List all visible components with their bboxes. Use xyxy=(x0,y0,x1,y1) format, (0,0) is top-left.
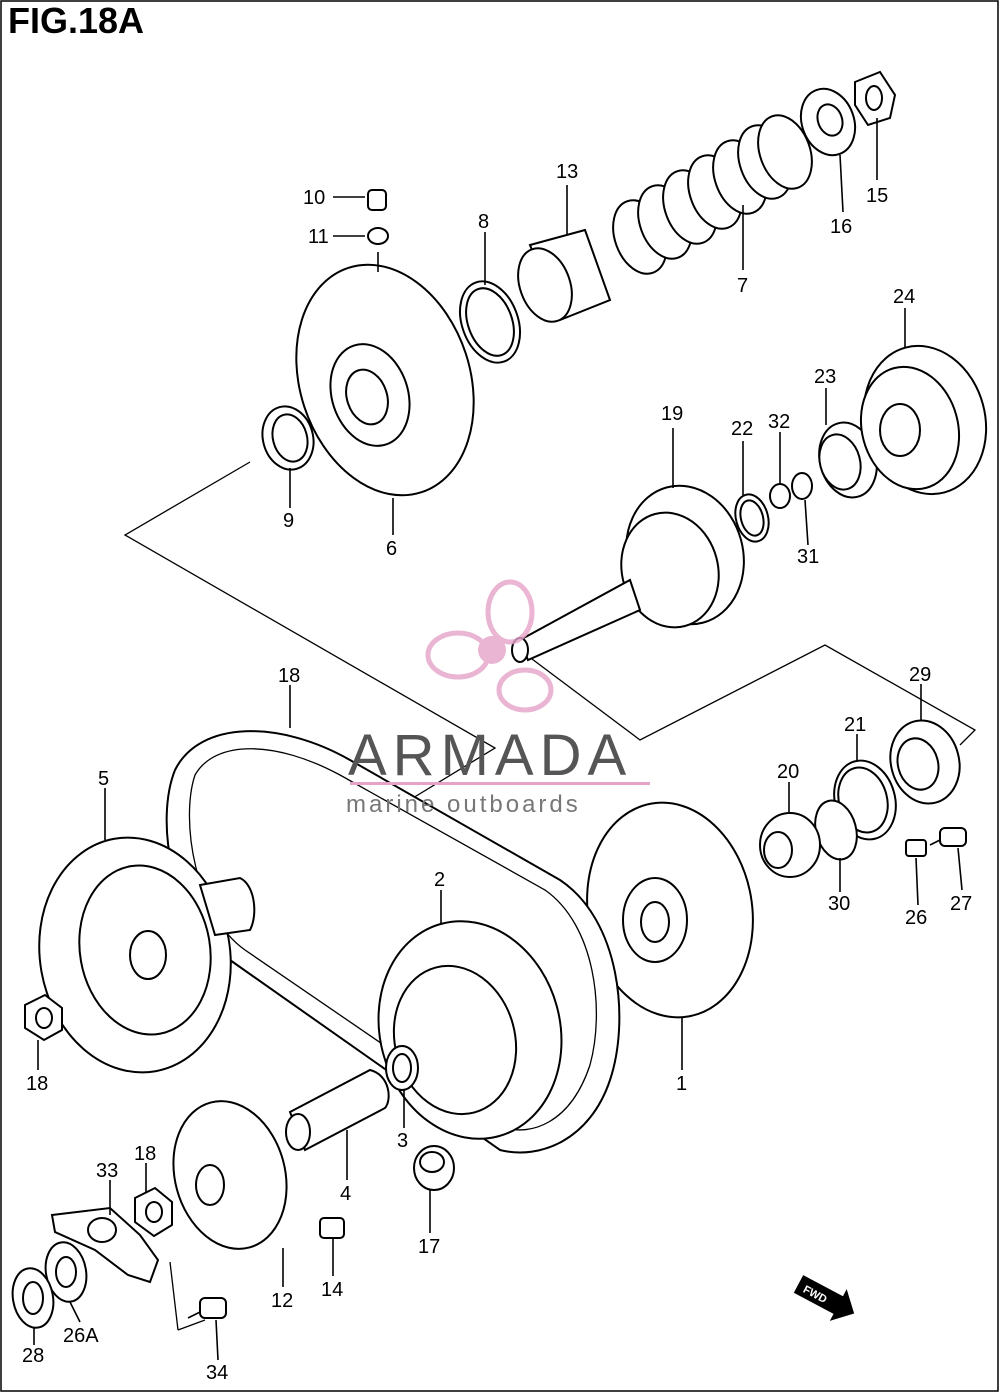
part-6-flange-disc xyxy=(295,263,475,497)
part-7-spring xyxy=(612,114,813,275)
part-33-bracket xyxy=(50,1206,160,1284)
part-32-washer xyxy=(769,483,791,509)
watermark-tagline: marine outboards xyxy=(346,791,581,818)
label-30: 30 xyxy=(828,893,850,915)
part-9-seal xyxy=(261,405,315,471)
label-13: 13 xyxy=(556,161,578,183)
label-24: 23 xyxy=(814,366,836,388)
part-27-bolt xyxy=(929,827,967,847)
label-34: 34 xyxy=(206,1362,228,1384)
label-7: 7 xyxy=(737,275,748,297)
part-13-sleeve xyxy=(517,228,612,323)
label-18-upper: 18 xyxy=(26,1073,48,1095)
part-labels: 10 11 8 13 7 16 15 9 6 19 22 32 23 24 31… xyxy=(22,161,972,1384)
label-5: 5 xyxy=(98,768,109,790)
part-24-bearing xyxy=(818,421,878,499)
label-25: 24 xyxy=(893,286,915,308)
part-29-seal xyxy=(11,1267,55,1329)
part-12-ramp-plate xyxy=(172,1100,288,1250)
part-16-washer xyxy=(799,87,857,157)
label-17: 17 xyxy=(418,1236,440,1258)
part-28-bearing xyxy=(889,719,961,805)
part-14-clip xyxy=(319,1217,345,1239)
part-11-bushing xyxy=(367,227,389,245)
part-17-bearing xyxy=(413,1145,455,1191)
part-26-clip xyxy=(905,839,927,857)
label-23: 22 xyxy=(731,418,753,440)
label-14: 14 xyxy=(321,1279,343,1301)
part-5-drive-pulley xyxy=(38,836,256,1074)
label-8: 8 xyxy=(478,211,489,233)
part-18-nut-lower xyxy=(134,1186,173,1238)
label-26: 26 xyxy=(905,907,927,929)
label-31: 31 xyxy=(797,546,819,568)
figure-title: FIG.18A xyxy=(8,0,145,41)
leader-lines xyxy=(33,118,963,1361)
part-2-variator xyxy=(377,920,563,1140)
watermark-rule xyxy=(350,782,650,785)
part-21-collar xyxy=(759,812,821,878)
fwd-direction-arrow: FWD xyxy=(793,1275,855,1321)
label-11: 11 xyxy=(308,226,329,248)
label-33: 33 xyxy=(96,1160,118,1182)
label-2: 2 xyxy=(434,869,445,891)
label-27: 27 xyxy=(950,893,972,915)
label-20: 19 xyxy=(661,403,683,425)
part-26a-bearing xyxy=(44,1241,88,1303)
label-4: 4 xyxy=(340,1183,351,1205)
label-9: 9 xyxy=(283,510,294,532)
part-15-nut xyxy=(854,70,897,127)
part-23-ring xyxy=(734,493,770,543)
label-10: 10 xyxy=(303,187,325,209)
label-26a: 26A xyxy=(63,1325,99,1347)
label-29: 28 xyxy=(22,1345,44,1367)
label-21: 20 xyxy=(777,761,799,783)
label-3: 3 xyxy=(397,1130,408,1152)
watermark-brand: ARMADA xyxy=(348,723,632,788)
part-18-nut-upper xyxy=(24,993,63,1042)
label-32: 32 xyxy=(768,411,790,433)
label-18-lower: 18 xyxy=(134,1143,156,1165)
watermark: ARMADA marine outboards xyxy=(346,579,650,818)
part-20-shaft-drum xyxy=(511,484,745,663)
propeller-logo xyxy=(425,579,554,713)
part-25-clutch xyxy=(859,344,988,496)
label-15: 15 xyxy=(866,185,888,207)
label-12: 12 xyxy=(271,1290,293,1312)
label-6: 6 xyxy=(386,538,397,560)
part-4-sleeve xyxy=(285,1068,390,1152)
label-22: 21 xyxy=(844,714,866,736)
part-10-pin xyxy=(367,189,387,211)
label-28: 29 xyxy=(909,664,931,686)
part-1-driven-pulley xyxy=(586,801,754,1019)
part-3-collar xyxy=(385,1045,419,1091)
label-19: 18 xyxy=(278,665,300,687)
label-1: 1 xyxy=(676,1073,687,1095)
part-34-bolt xyxy=(187,1297,227,1319)
part-8-ring xyxy=(459,280,521,364)
label-16: 16 xyxy=(830,216,852,238)
part-31-washer xyxy=(791,472,813,500)
